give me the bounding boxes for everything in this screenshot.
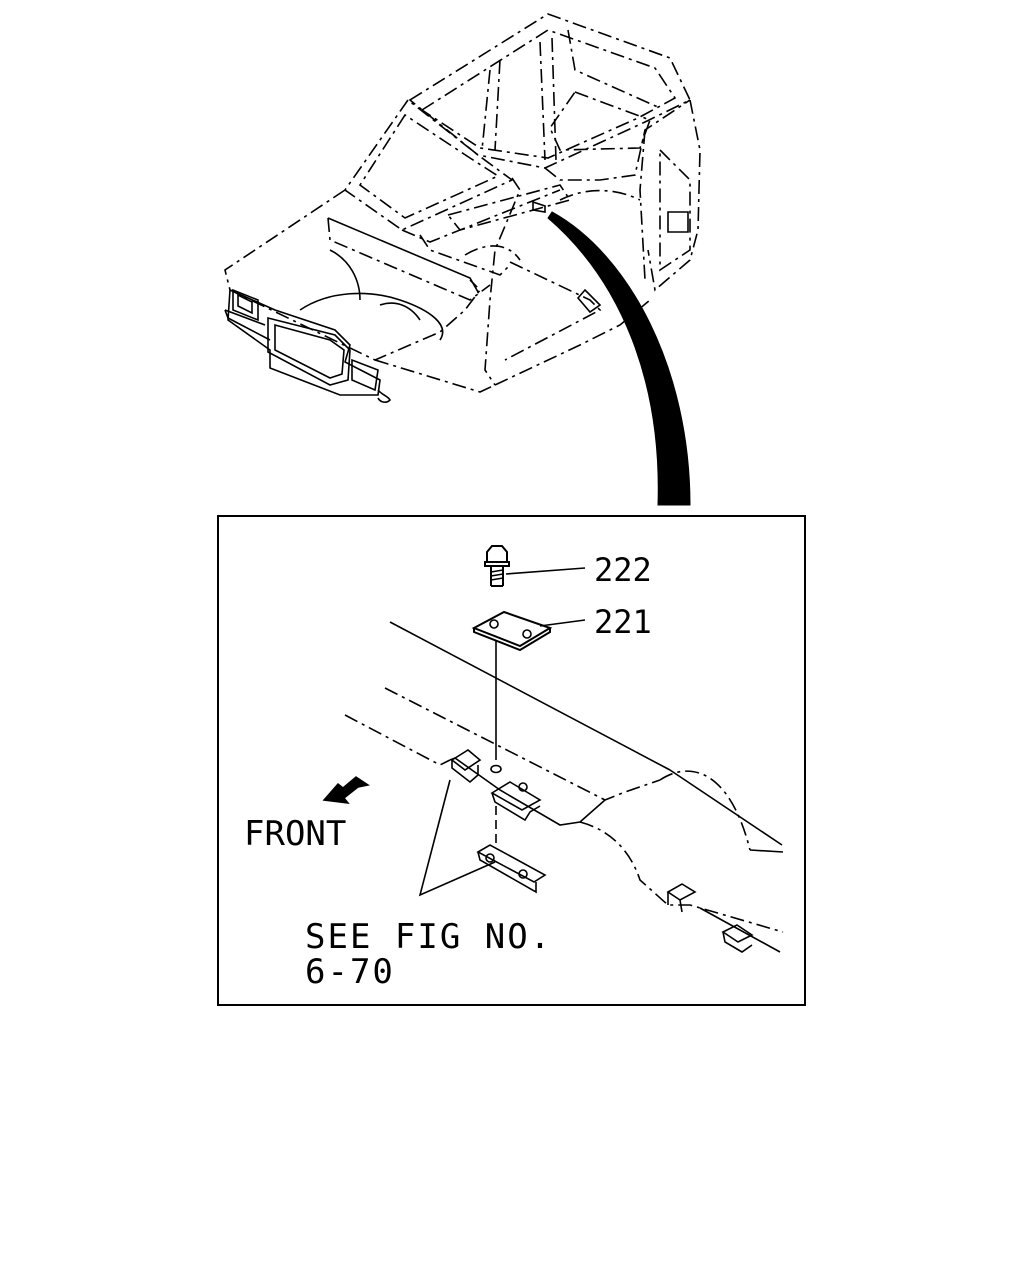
callout-bolt-number: 222 xyxy=(594,551,652,589)
see-fig-note-line1: SEE FIG NO. xyxy=(305,917,552,957)
detail-drawing xyxy=(322,545,784,953)
front-direction-arrow xyxy=(322,776,370,804)
vehicle-body-overview xyxy=(224,13,701,403)
detail-frame xyxy=(217,515,806,1006)
see-fig-note-line2: 6-70 xyxy=(305,952,395,992)
bolt-222 xyxy=(484,545,586,587)
front-label: FRONT xyxy=(244,814,346,854)
plate-221 xyxy=(471,610,553,648)
callout-plate-number: 221 xyxy=(594,603,652,641)
detail-leader-arrow xyxy=(547,211,691,506)
